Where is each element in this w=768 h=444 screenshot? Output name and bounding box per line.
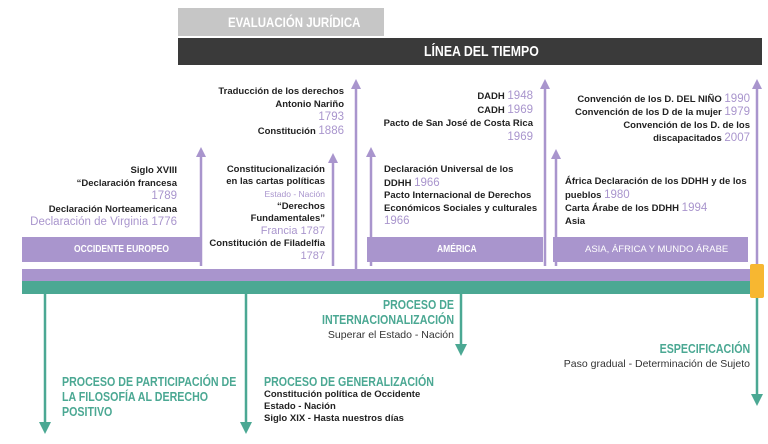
especificacion-sub: Paso gradual - Determinación de Sujeto <box>563 358 750 370</box>
asia-carta-arabe: Carta Árabe de los DDHH <box>565 203 680 214</box>
asia-low-block: África Declaración de los DDHH y de los … <box>565 176 747 228</box>
const-estado-nacion: Estado - Nación <box>264 189 325 199</box>
region-asia: ASIA, ÁFRICA Y MUNDO ÁRABE <box>553 237 748 262</box>
constitucion-block: Constitucionalización en las cartas polí… <box>209 164 325 263</box>
america-low-l4: Económicos Sociales y culturales <box>384 202 538 214</box>
generalizacion-title: PROCESO DE GENERALIZACIÓN <box>264 374 434 389</box>
process-generalizacion: PROCESO DE GENERALIZACIÓN Constitución p… <box>264 374 471 425</box>
narino-year-1793: 1793 <box>318 111 344 123</box>
section-banner: EVALUACIÓN JURÍDICA <box>178 8 384 36</box>
america-year-1966a: 1966 <box>414 176 440 189</box>
america-cadh: CADH <box>477 104 505 116</box>
title-banner: LÍNEA DEL TIEMPO <box>178 38 762 65</box>
region-occidente-label: OCCIDENTE EUROPEO <box>74 244 169 255</box>
asia-top-block: Convención de los D. DEL NIÑO 1990 Conve… <box>575 93 750 145</box>
america-low-block: Declaración Universal de los DDHH 1966 P… <box>384 164 537 229</box>
asia-pueblos: pueblos <box>565 189 602 201</box>
america-year-1969a: 1969 <box>507 103 533 116</box>
const-l4: Fundamentales” <box>250 213 325 224</box>
internacionalizacion-l1: PROCESO DE <box>382 297 454 312</box>
america-year-1969b: 1969 <box>507 130 533 143</box>
process-internacionalizacion: PROCESO DE INTERNACIONALIZACIÓN Superar … <box>293 297 454 341</box>
generalizacion-l1: Constitución política de Occidente <box>264 389 421 400</box>
participacion-l2: LA FILOSOFÍA AL DERECHO <box>62 389 209 404</box>
timeline-title: LÍNEA DEL TIEMPO <box>424 43 539 60</box>
america-year-1966b: 1966 <box>384 215 410 227</box>
america-low-l2: DDHH <box>384 177 412 189</box>
timeline-band-purple <box>22 269 762 281</box>
narino-l2: Antonio Nariño <box>275 98 344 110</box>
occidente-virginia: Declaración de Virginia 1776 <box>30 216 177 228</box>
internacionalizacion-l2: INTERNACIONALIZACIÓN <box>321 312 454 327</box>
asia-year-1979: 1979 <box>724 106 750 118</box>
occidente-francesa: “Declaración francesa <box>76 177 177 189</box>
asia-discapacitados-l2: discapacitados <box>653 133 722 144</box>
generalizacion-l3: Siglo XIX - Hasta nuestros días <box>264 413 404 424</box>
process-participacion: PROCESO DE PARTICIPACIÓN DE LA FILOSOFÍA… <box>62 374 275 419</box>
const-year-1787: 1787 <box>300 250 325 262</box>
region-america: AMÉRICA <box>367 237 543 262</box>
america-year-1948: 1948 <box>507 90 533 102</box>
asia-asia: Asia <box>565 215 586 227</box>
asia-year-1980: 1980 <box>604 188 630 201</box>
narino-l1: Traducción de los derechos <box>218 86 344 97</box>
timeline-band-teal <box>22 281 762 294</box>
region-occidente: OCCIDENTE EUROPEO <box>22 237 202 262</box>
america-top-block: DADH 1948 CADH 1969 Pacto de San José de… <box>384 90 533 144</box>
asia-mujer: Convención de los D de la mujer <box>575 107 722 118</box>
asia-discapacitados-l1: Convención de los D. de los <box>623 120 750 131</box>
especificacion-title: ESPECIFICACIÓN <box>659 341 750 356</box>
occidente-block: Siglo XVIII “Declaración francesa 1789 D… <box>30 165 177 230</box>
occidente-norteamericana: Declaración Norteamericana <box>48 203 177 215</box>
asia-year-1994: 1994 <box>681 202 708 214</box>
asia-year-2007: 2007 <box>724 132 750 144</box>
region-america-label: AMÉRICA <box>437 244 477 255</box>
participacion-l1: PROCESO DE PARTICIPACIÓN DE <box>62 374 237 389</box>
narino-l3: Constitución <box>257 125 316 137</box>
section-title: EVALUACIÓN JURÍDICA <box>228 14 361 30</box>
america-low-l3: Pacto Internacional de Derechos <box>384 190 532 201</box>
region-asia-label: ASIA, ÁFRICA Y MUNDO ÁRABE <box>585 244 729 255</box>
participacion-l3: POSITIVO <box>62 404 113 419</box>
america-dadh: DADH <box>477 91 505 102</box>
asia-africa: África Declaración de los DDHH y de los <box>565 176 747 187</box>
occidente-year-1789: 1789 <box>151 190 177 202</box>
generalizacion-l2: Estado - Nación <box>264 401 336 412</box>
occidente-siglo: Siglo XVIII <box>130 165 177 176</box>
internacionalizacion-sub: Superar el Estado - Nación <box>327 329 454 341</box>
const-l2: en las cartas políticas <box>226 176 325 187</box>
const-francia: Francia 1787 <box>260 225 325 237</box>
asia-year-1990: 1990 <box>724 93 750 105</box>
narino-year-1886: 1886 <box>318 124 344 137</box>
const-l1: Constitucionalización <box>226 164 325 175</box>
process-especificacion: ESPECIFICACIÓN Paso gradual - Determinac… <box>564 341 750 370</box>
asia-nino: Convención de los D. DEL NIÑO <box>577 94 722 105</box>
const-l3: “Derechos <box>276 201 325 212</box>
america-pacto: Pacto de San José de Costa Rica <box>383 118 533 129</box>
america-low-l1: Declaración Universal de los <box>384 164 514 175</box>
narino-block: Traducción de los derechos Antonio Nariñ… <box>218 86 344 138</box>
const-l5: Constitución de Filadelfia <box>209 238 325 249</box>
timeline-end-marker <box>750 264 764 298</box>
